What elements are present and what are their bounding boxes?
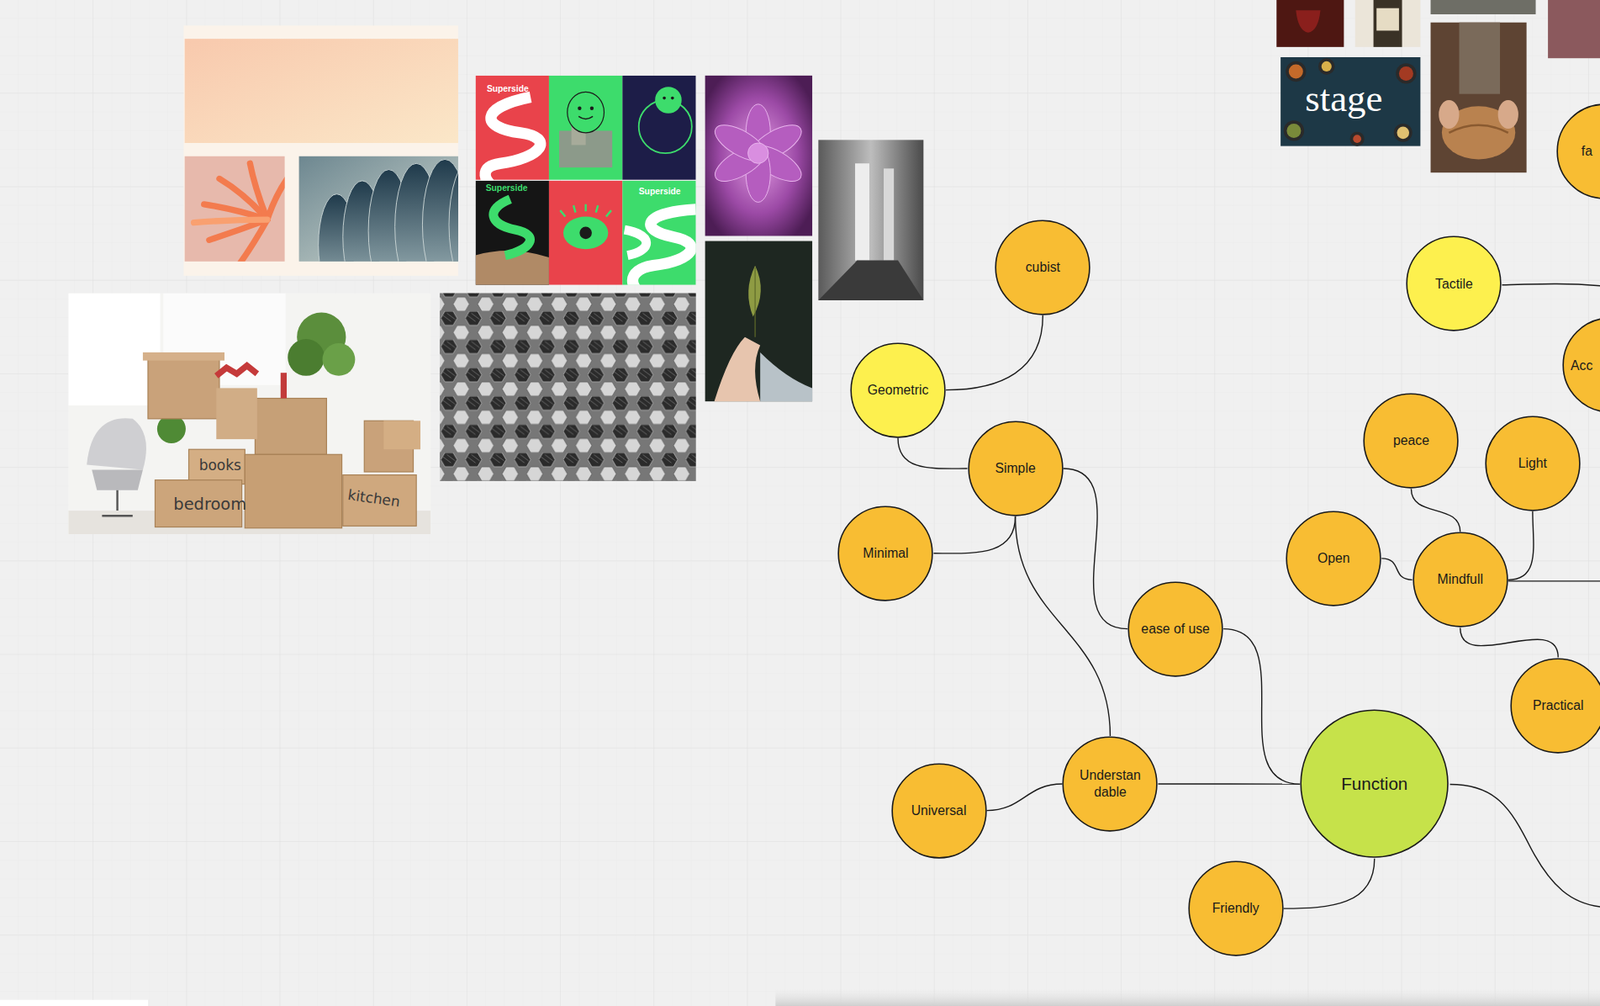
text-holder: cubist [994,219,1091,316]
circle-shape [1407,237,1502,332]
connector-line [933,516,1015,554]
connector-line [945,315,1043,391]
node-text: Understandable [1076,766,1144,800]
circle-shape [1188,860,1284,956]
connector-line [1223,628,1300,784]
node-text: Minimal [862,544,909,562]
circle-shape [1128,581,1223,676]
circle-shape [968,421,1063,516]
circle-node: cubist [994,219,1091,316]
circle-shape [1563,318,1600,413]
image-text: Superside [485,183,529,193]
node-text: Friendly [1212,899,1260,917]
connector-line [897,438,968,470]
text-holder: ease of use [1127,580,1224,677]
text-holder: fa [1556,103,1600,200]
text-holder: Mindfull [1412,531,1509,628]
text-holder: Light [1484,415,1581,512]
node-text: Light [1518,454,1548,472]
text-holder: Geometric [850,342,946,439]
node-text: Universal [911,802,967,819]
connector-line [1063,468,1128,629]
text-holder: Friendly [1188,860,1284,956]
text-holder: Acc [1562,316,1600,413]
text-holder: Understandable [1061,735,1158,832]
circle-node: Simple [967,420,1064,517]
circle-node: Practical [1510,657,1600,754]
circle-shape [1510,658,1600,753]
circle-node: ease of use [1127,580,1224,677]
circle-node: Universal [891,762,988,859]
text-holder: Function [1299,708,1449,858]
circle-shape [850,343,946,438]
text-holder: Minimal [837,505,934,602]
circle-outline [1061,735,1158,832]
circle-node: Mindfull [1412,531,1509,628]
image-text: kitchen [346,486,402,510]
connector-line [1283,858,1375,909]
circle-node: Function [1299,708,1449,858]
circle-node: peace [1362,392,1459,489]
circle-node: Minimal [837,505,934,602]
circle-node: Acc [1562,316,1600,413]
circle-node: Tactile [1405,235,1502,332]
circle-shape [1485,416,1580,511]
circle-shape [1063,736,1158,831]
node-text: fa [1581,142,1593,160]
text-holder: Tactile [1405,235,1502,332]
text-holder: Practical [1510,657,1600,754]
circle-shape [1413,532,1508,627]
circle-shape [1557,104,1600,199]
text-holder: Simple [967,420,1064,517]
circle-node: Geometric [850,342,946,439]
image-text: books [199,457,242,474]
connector-line [987,783,1063,811]
connector-line [1508,511,1534,580]
circle-shape [1300,710,1448,858]
image-text: bedroom [173,495,247,513]
circle-shape [995,220,1090,315]
connector-line [1381,558,1412,580]
circle-shape [839,506,934,601]
text-holder: Open [1285,510,1382,607]
node-text: Tactile [1435,275,1474,293]
node-text: cubist [1025,258,1061,276]
circle-outline [1556,103,1600,200]
connector-line [1015,516,1111,736]
node-text: Geometric [867,381,930,399]
circle-node: Open [1285,510,1382,607]
node-text: ease of use [1140,620,1210,638]
connector-line [1157,782,1300,784]
node-text: Mindfull [1437,570,1484,588]
image-text: Superside [486,84,529,94]
node-text: Open [1317,549,1351,567]
connector-line [1460,627,1559,657]
circle-node: Light [1484,415,1581,512]
circle-shape [1364,393,1459,488]
node-text: Function [1341,772,1408,795]
circle-node: Friendly [1188,860,1284,956]
node-text: Acc [1570,357,1593,375]
node-text: Practical [1532,697,1584,714]
text-holder: peace [1362,392,1459,489]
node-text: Simple [994,459,1035,477]
circle-shape [1286,511,1381,606]
circle-node: Understandable [1061,735,1158,832]
image-text: Superside [638,186,682,196]
text-holder: Universal [891,762,988,859]
circle-node: fa [1556,103,1600,200]
image-text: stage [1304,78,1383,120]
node-text: peace [1393,432,1430,449]
circle-shape [892,763,987,858]
connector-line [1410,488,1460,532]
